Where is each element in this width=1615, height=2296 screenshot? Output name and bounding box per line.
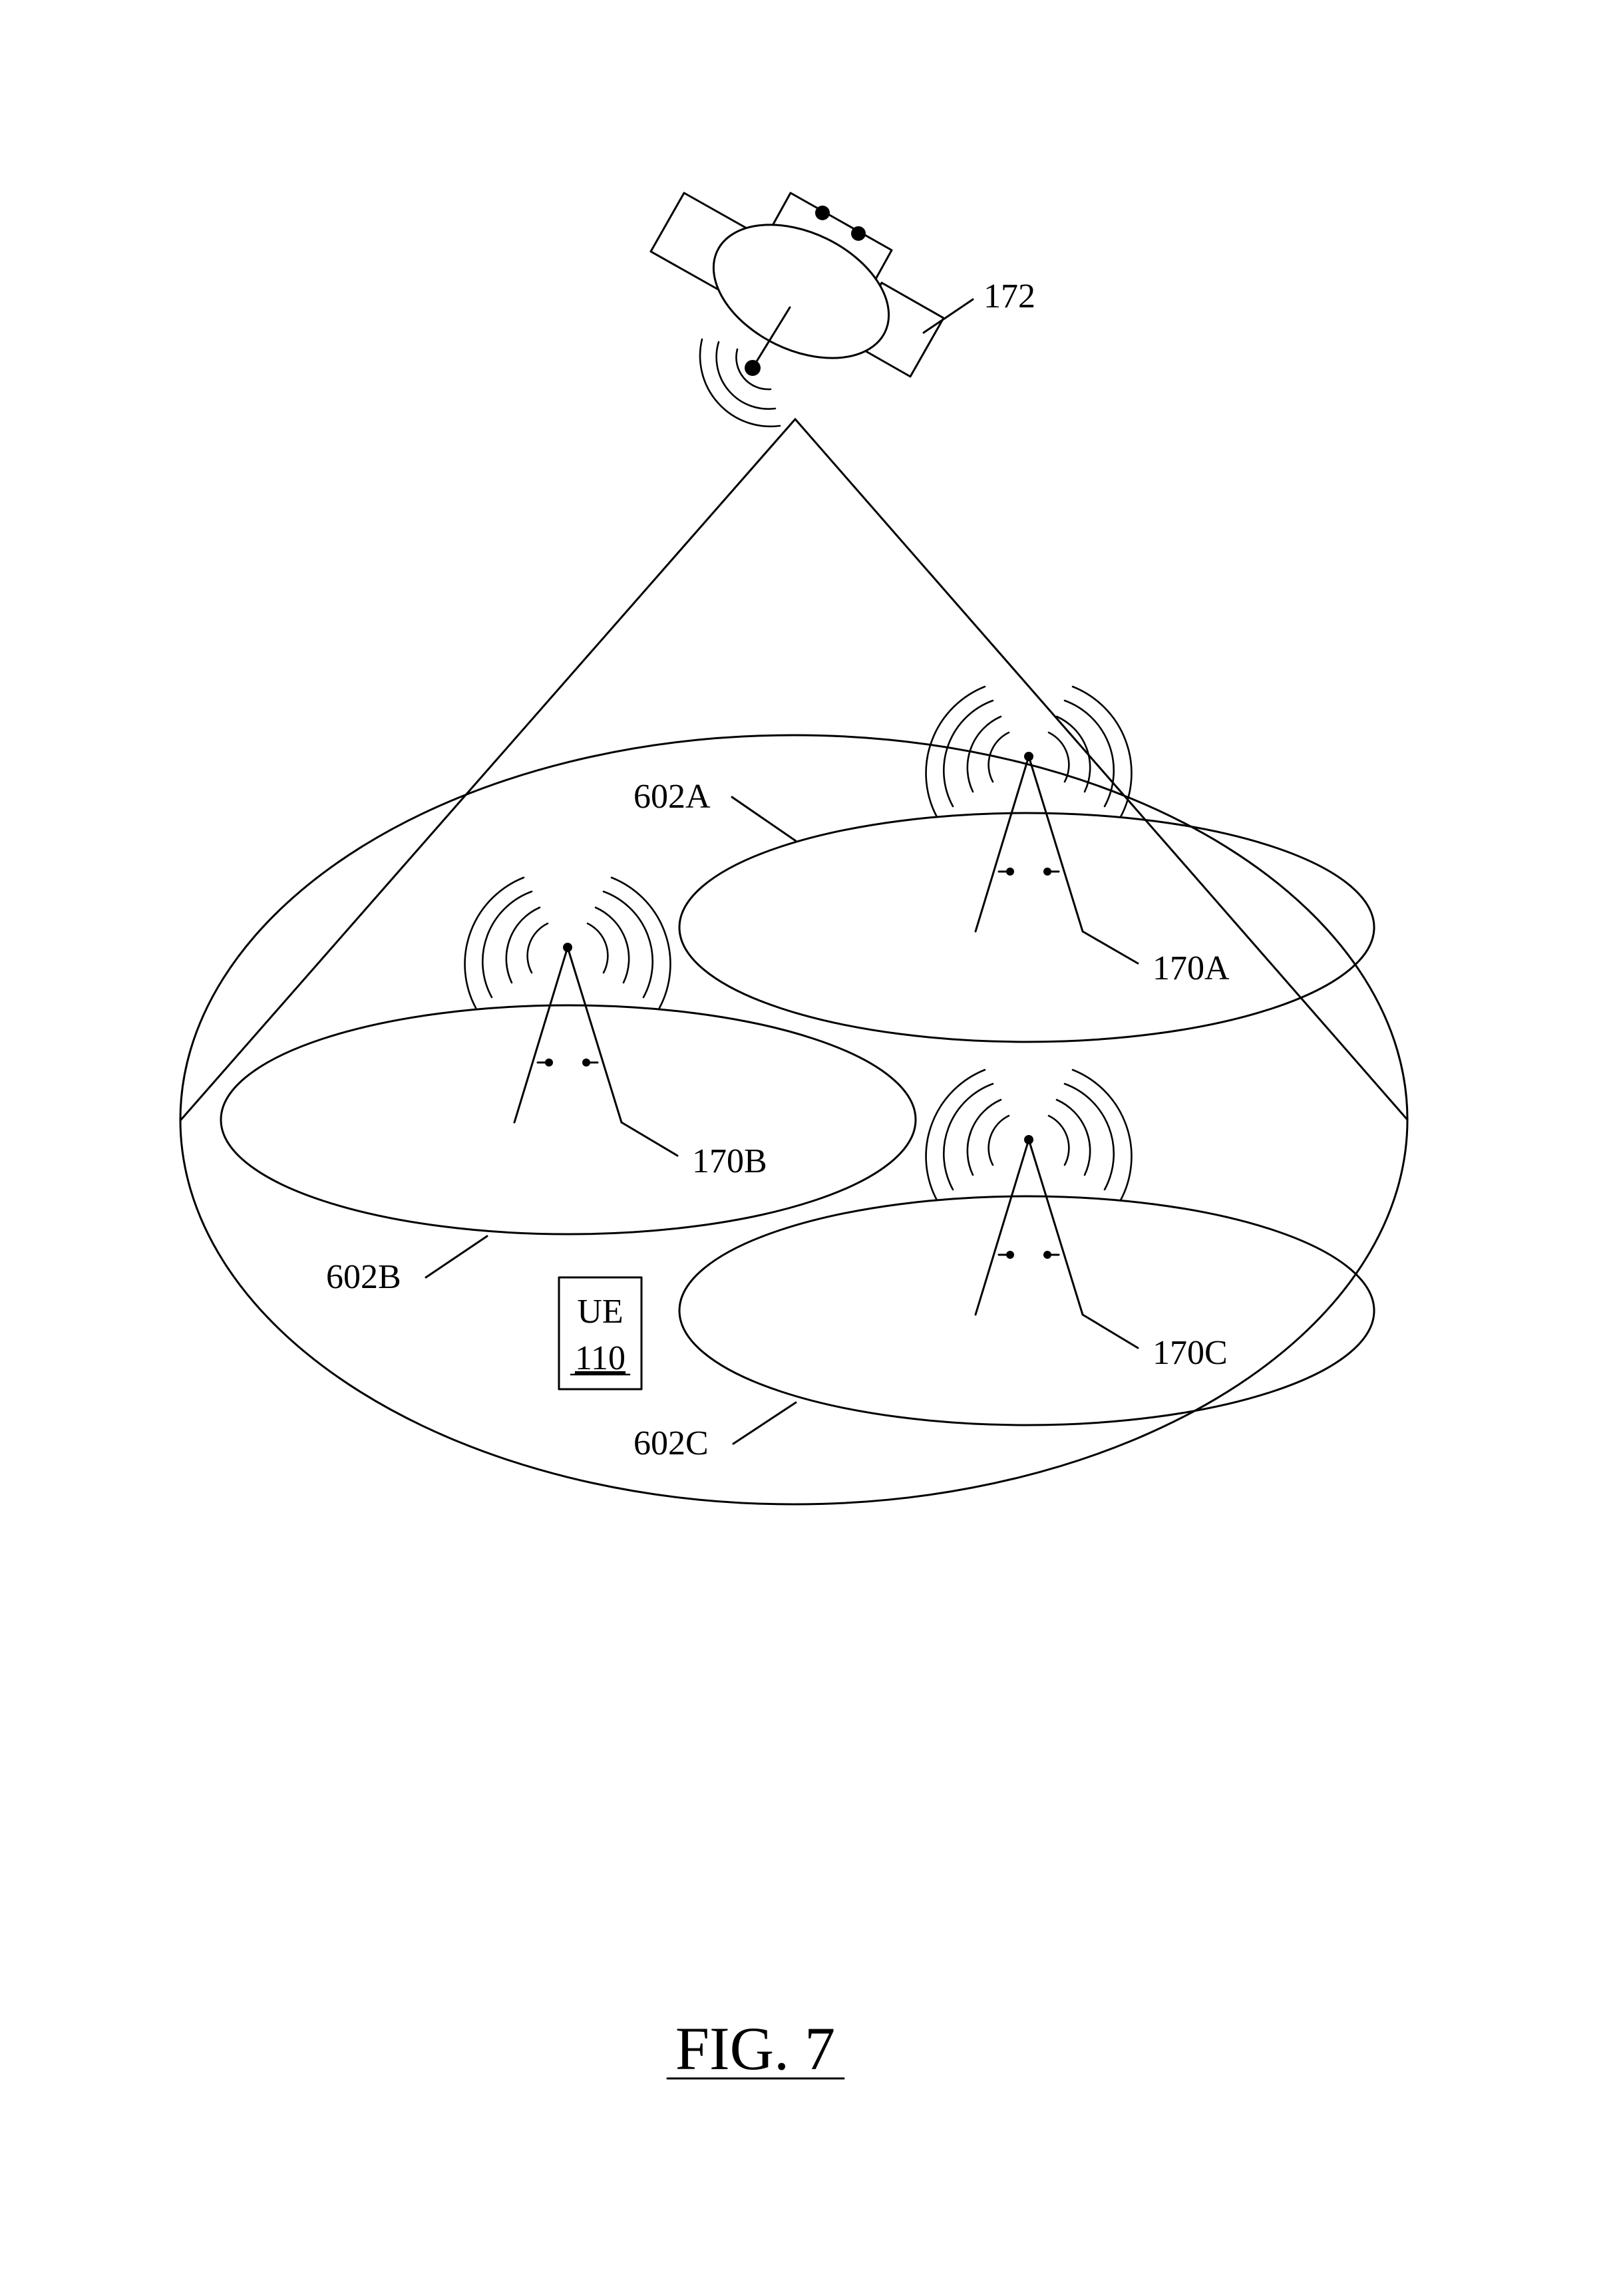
base-station-170c-signal-arcs: [925, 1068, 1133, 1202]
antenna-tower-icon: [974, 1135, 1084, 1316]
base-station-170c-label: 170C: [1153, 1334, 1228, 1372]
satellite-coverage-cone: [180, 418, 1409, 1121]
base-station-170a-label: 170A: [1153, 949, 1230, 987]
antenna-tower-icon: [974, 752, 1084, 933]
leader-lines: [425, 298, 1139, 1445]
base-station-170b: [464, 876, 671, 1124]
cell-602c-coverage: [678, 1195, 1375, 1426]
cell-602b-coverage: [220, 1004, 917, 1235]
satellite-coverage-area: [179, 734, 1409, 1506]
antenna-tower-icon: [513, 943, 623, 1124]
cell-602a-label: 602A: [633, 778, 711, 816]
base-station-170b-label: 170B: [692, 1142, 767, 1180]
ue-ref: 110: [575, 1339, 626, 1377]
ue-device: UE 110: [558, 1276, 643, 1391]
cell-602b-label: 602B: [326, 1258, 401, 1296]
ue-name: UE: [577, 1293, 623, 1331]
cell-602a-coverage: [678, 812, 1375, 1043]
figure-caption: FIG. 7: [675, 2015, 835, 2082]
base-station-170b-signal-arcs: [464, 876, 671, 1009]
base-station-170a-signal-arcs: [925, 685, 1133, 818]
cell-602c-label: 602C: [633, 1424, 709, 1462]
satellite-ref-label: 172: [984, 277, 1035, 315]
base-station-170c: [925, 1068, 1133, 1316]
base-station-170a: [925, 685, 1133, 933]
satellite-icon: [649, 192, 945, 428]
